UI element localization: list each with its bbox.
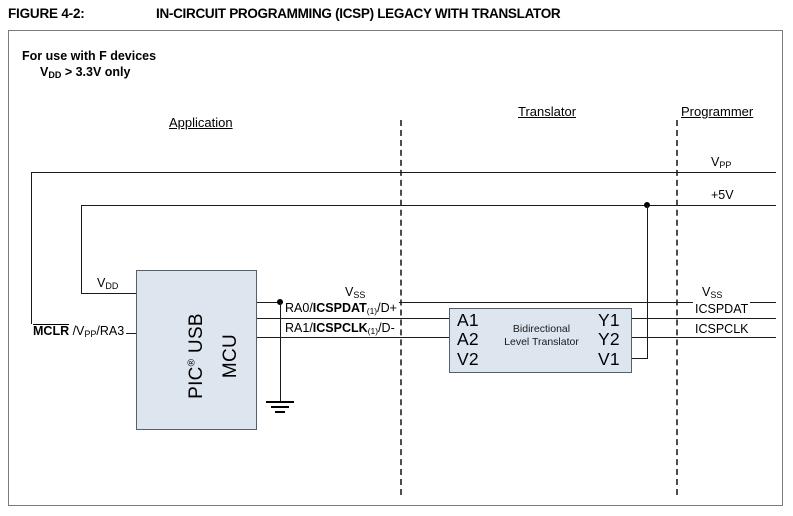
pic-usb-mcu-label: PIC® USB MCU xyxy=(137,271,258,431)
divider-application-translator xyxy=(400,120,402,495)
translator-pin-a1: A1 xyxy=(457,310,479,330)
section-heading-translator: Translator xyxy=(518,104,577,119)
signal-label-ra1-icspclk: RA1/ICSPCLK(1)/D- xyxy=(283,321,397,336)
wire-y1-to-icspdat xyxy=(632,318,776,319)
translator-center-line-1: Bidirectional xyxy=(512,323,571,335)
section-heading-application: Application xyxy=(169,115,233,130)
divider-translator-programmer xyxy=(676,120,678,495)
translator-center-label: Bidirectional Level Translator xyxy=(450,323,633,349)
bidirectional-level-translator-block: A1 A2 V2 Y1 Y2 V1 Bidirectional Level Tr… xyxy=(449,308,632,373)
wire-vpp-horizontal xyxy=(31,172,776,173)
pin-label-vdd: VDD xyxy=(95,276,121,291)
pin-label-vss-mcu: VSS xyxy=(343,285,368,300)
signal-label-ra0-icspdat: RA0/ICSPDAT(1)/D+ xyxy=(283,301,399,316)
figure-caption: FIGURE 4-2: IN-CIRCUIT PROGRAMMING (ICSP… xyxy=(8,6,788,28)
mcu-label-line-1: PIC® USB xyxy=(186,313,207,399)
translator-pin-a2: A2 xyxy=(457,329,479,349)
pin-label-mclr: MCLR /VPP/RA3 xyxy=(31,324,127,339)
wire-ra1-to-a2 xyxy=(257,337,449,338)
label-vss-programmer: VSS xyxy=(700,285,725,300)
note-line-2: VDD > 3.3V only xyxy=(40,65,131,80)
figure-title: IN-CIRCUIT PROGRAMMING (ICSP) LEGACY WIT… xyxy=(156,6,561,21)
wire-5v-horizontal xyxy=(81,205,776,206)
ground-symbol xyxy=(266,401,294,417)
section-heading-programmer: Programmer xyxy=(681,104,754,119)
wire-v1-stub xyxy=(632,358,648,359)
wire-5v-to-vdd xyxy=(81,293,138,294)
wire-vpp-vertical-left xyxy=(31,172,32,333)
translator-pin-y2: Y2 xyxy=(598,329,620,349)
label-vpp: VPP xyxy=(709,155,734,170)
translator-center-line-2: Level Translator xyxy=(504,336,579,348)
wire-y2-to-icspclk xyxy=(632,337,776,338)
label-icspdat: ICSPDAT xyxy=(693,302,751,316)
figure-border xyxy=(8,30,783,506)
label-icspclk: ICSPCLK xyxy=(693,322,751,336)
wire-5v-to-v1 xyxy=(647,205,648,358)
wire-5v-vertical-left xyxy=(81,205,82,294)
wire-ra0-to-a1 xyxy=(257,318,449,319)
pic-usb-mcu-block: PIC® USB MCU xyxy=(136,270,257,430)
mcu-label-line-2: MCU xyxy=(220,333,241,379)
figure-number: FIGURE 4-2: xyxy=(8,6,85,21)
wire-vss-horizontal xyxy=(257,302,776,303)
usage-note: For use with F devices VDD > 3.3V only xyxy=(22,48,342,81)
translator-pin-v1: V1 xyxy=(598,349,620,369)
note-line-1: For use with F devices xyxy=(22,49,157,63)
wire-vss-to-ground xyxy=(280,302,281,401)
label-5v: +5V xyxy=(709,188,736,202)
translator-pin-v2: V2 xyxy=(457,349,479,369)
translator-pin-y1: Y1 xyxy=(598,310,620,330)
